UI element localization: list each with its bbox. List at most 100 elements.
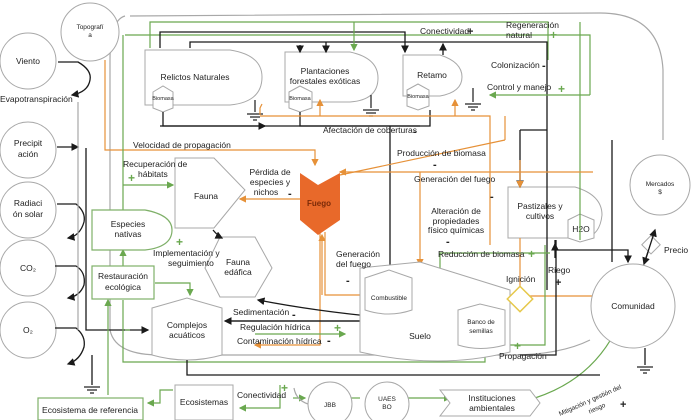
combustible-shape — [364, 269, 413, 315]
sign: - — [490, 191, 494, 203]
sign: + — [620, 399, 626, 411]
restauracion-label-2: ecológica — [105, 282, 141, 292]
evapotranspiracion-label: Evapotranspiración — [0, 94, 73, 104]
especies-nativas-shape — [91, 209, 173, 251]
uaesbo-circle — [364, 381, 410, 420]
viento-circle — [0, 32, 57, 90]
banco-label: Banco de — [467, 319, 495, 326]
control-label: Control y manejo — [487, 82, 552, 92]
top-flows — [125, 21, 591, 324]
ignicion-diamond — [506, 285, 534, 313]
regeneracion-label-2: natural — [506, 30, 532, 40]
implementacion-label-2: seguimiento — [168, 258, 214, 268]
pastizales-label: Pastizales y — [517, 201, 563, 211]
biomasa-label: Biomasa — [407, 94, 429, 100]
jbb-circle — [307, 381, 353, 420]
sign: + — [334, 321, 341, 335]
uaesbo-label: UAES — [378, 396, 396, 403]
especies-label-2: nativas — [115, 229, 142, 239]
retamo-label: Retamo — [417, 70, 447, 80]
regulacion-label: Regulación hídrica — [240, 322, 311, 332]
complejos-label-2: acuáticos — [169, 330, 205, 340]
sign: - — [413, 126, 417, 138]
precio-diamond — [641, 234, 661, 255]
relictos-biomasa — [152, 85, 174, 113]
radiacion-label-2: ón solar — [13, 209, 43, 219]
plantaciones-shape — [284, 51, 379, 103]
alteracion-label-3: físico químicas — [428, 225, 484, 235]
external-inputs: Viento Precipit ación Radiaci ón solar C… — [0, 2, 691, 359]
contaminacion-label: Contaminación hídrica — [237, 336, 322, 346]
sedimentacion-label: Sedimentación — [233, 307, 290, 317]
complejos-shape — [151, 297, 223, 361]
precio-label: Precio — [664, 245, 688, 255]
relictos-label: Relictos Naturales — [161, 72, 230, 82]
produccion-label: Producción de biomasa — [397, 148, 486, 158]
sign: + — [281, 381, 288, 395]
regeneracion-label: Regeneración — [506, 20, 559, 30]
implementacion-label: Implementación y — [153, 248, 220, 258]
institutions-group: Ecosistemas Ecosistema de referencia JBB… — [37, 381, 541, 420]
sign: - — [346, 275, 350, 287]
co2-circle — [0, 239, 57, 297]
relictos-shape — [144, 49, 263, 106]
uaesbo-label-2: BO — [382, 404, 391, 411]
fauna-edafica-label: Fauna — [226, 257, 250, 267]
viento-label: Viento — [16, 56, 40, 66]
comunidad-label: Comunidad — [611, 301, 655, 311]
fauna-edafica-hexagon — [204, 236, 273, 298]
restauracion-label: Restauración — [98, 271, 148, 281]
sign: + — [528, 247, 535, 261]
alteracion-label: Alteración de — [431, 206, 481, 216]
ignicion-label: Ignición — [506, 274, 536, 284]
suelo-label: Suelo — [409, 331, 431, 341]
pastizales-label-2: cultivos — [526, 211, 554, 221]
restoration-group: Especies nativas Restauración ecológica — [91, 209, 173, 300]
perdida-label: Pérdida de — [249, 167, 290, 177]
complejos-acuaticos-node: Complejos acuáticos — [151, 297, 600, 376]
co2-label: CO₂ — [20, 263, 36, 273]
complejos-label: Complejos — [167, 320, 207, 330]
banco-semillas-shape — [457, 303, 506, 349]
precipitacion-label-2: ación — [18, 149, 39, 159]
comunidad-node: Comunidad — [551, 140, 676, 374]
banco-label-2: semillas — [469, 328, 493, 335]
sign: + — [555, 277, 561, 289]
suelo-group: Suelo Combustible Banco de semillas — [359, 261, 511, 362]
h2o-label: H2O — [572, 224, 590, 234]
ecosistema-referencia-label: Ecosistema de referencia — [42, 405, 138, 415]
ecosistemas-box — [174, 384, 234, 420]
ecosistema-referencia-box — [37, 397, 144, 420]
recuperacion-label: Recuperación de — [123, 159, 188, 169]
restauracion-box — [91, 265, 155, 300]
sign: - — [542, 60, 546, 72]
generacion-fuego-right-label: Generación del fuego — [414, 174, 496, 184]
fuego-node: Fuego — [300, 173, 340, 235]
generacion-fuego-label: Generación — [336, 249, 380, 259]
biomasa-label: Biomasa — [289, 96, 311, 102]
radiacion-label: Radiaci — [14, 198, 42, 208]
generacion-fuego-label-2: del fuego — [336, 259, 371, 269]
sign: - — [327, 335, 331, 347]
sign: - — [446, 236, 450, 248]
especies-label: Especies — [111, 219, 146, 229]
vegetation-group: Relictos Naturales Biomasa Plantaciones … — [144, 49, 603, 243]
sign: + — [514, 339, 521, 353]
reduccion-label: Reducción de biomasa — [438, 249, 525, 259]
conectividad-top-label: Conectividad — [420, 26, 469, 36]
combustible-label: Combustible — [371, 295, 408, 302]
fuego-label: Fuego — [307, 199, 331, 208]
alteracion-label-2: propiedades — [433, 216, 480, 226]
retamo-biomasa — [406, 83, 430, 111]
biomasa-label: Biomasa — [152, 96, 174, 102]
sign: + — [176, 235, 183, 249]
afectacion-label: Afectación de coberturas — [323, 125, 417, 135]
comunidad-circle — [590, 263, 676, 349]
riego-label: Riego — [548, 265, 570, 275]
conectividad-bottom-label: Conectividad — [237, 390, 286, 400]
recuperacion-label-2: hábitats — [138, 169, 168, 179]
fuego-shape — [300, 173, 340, 235]
mercados-label-2: $ — [658, 189, 662, 196]
sign: + — [467, 26, 473, 38]
